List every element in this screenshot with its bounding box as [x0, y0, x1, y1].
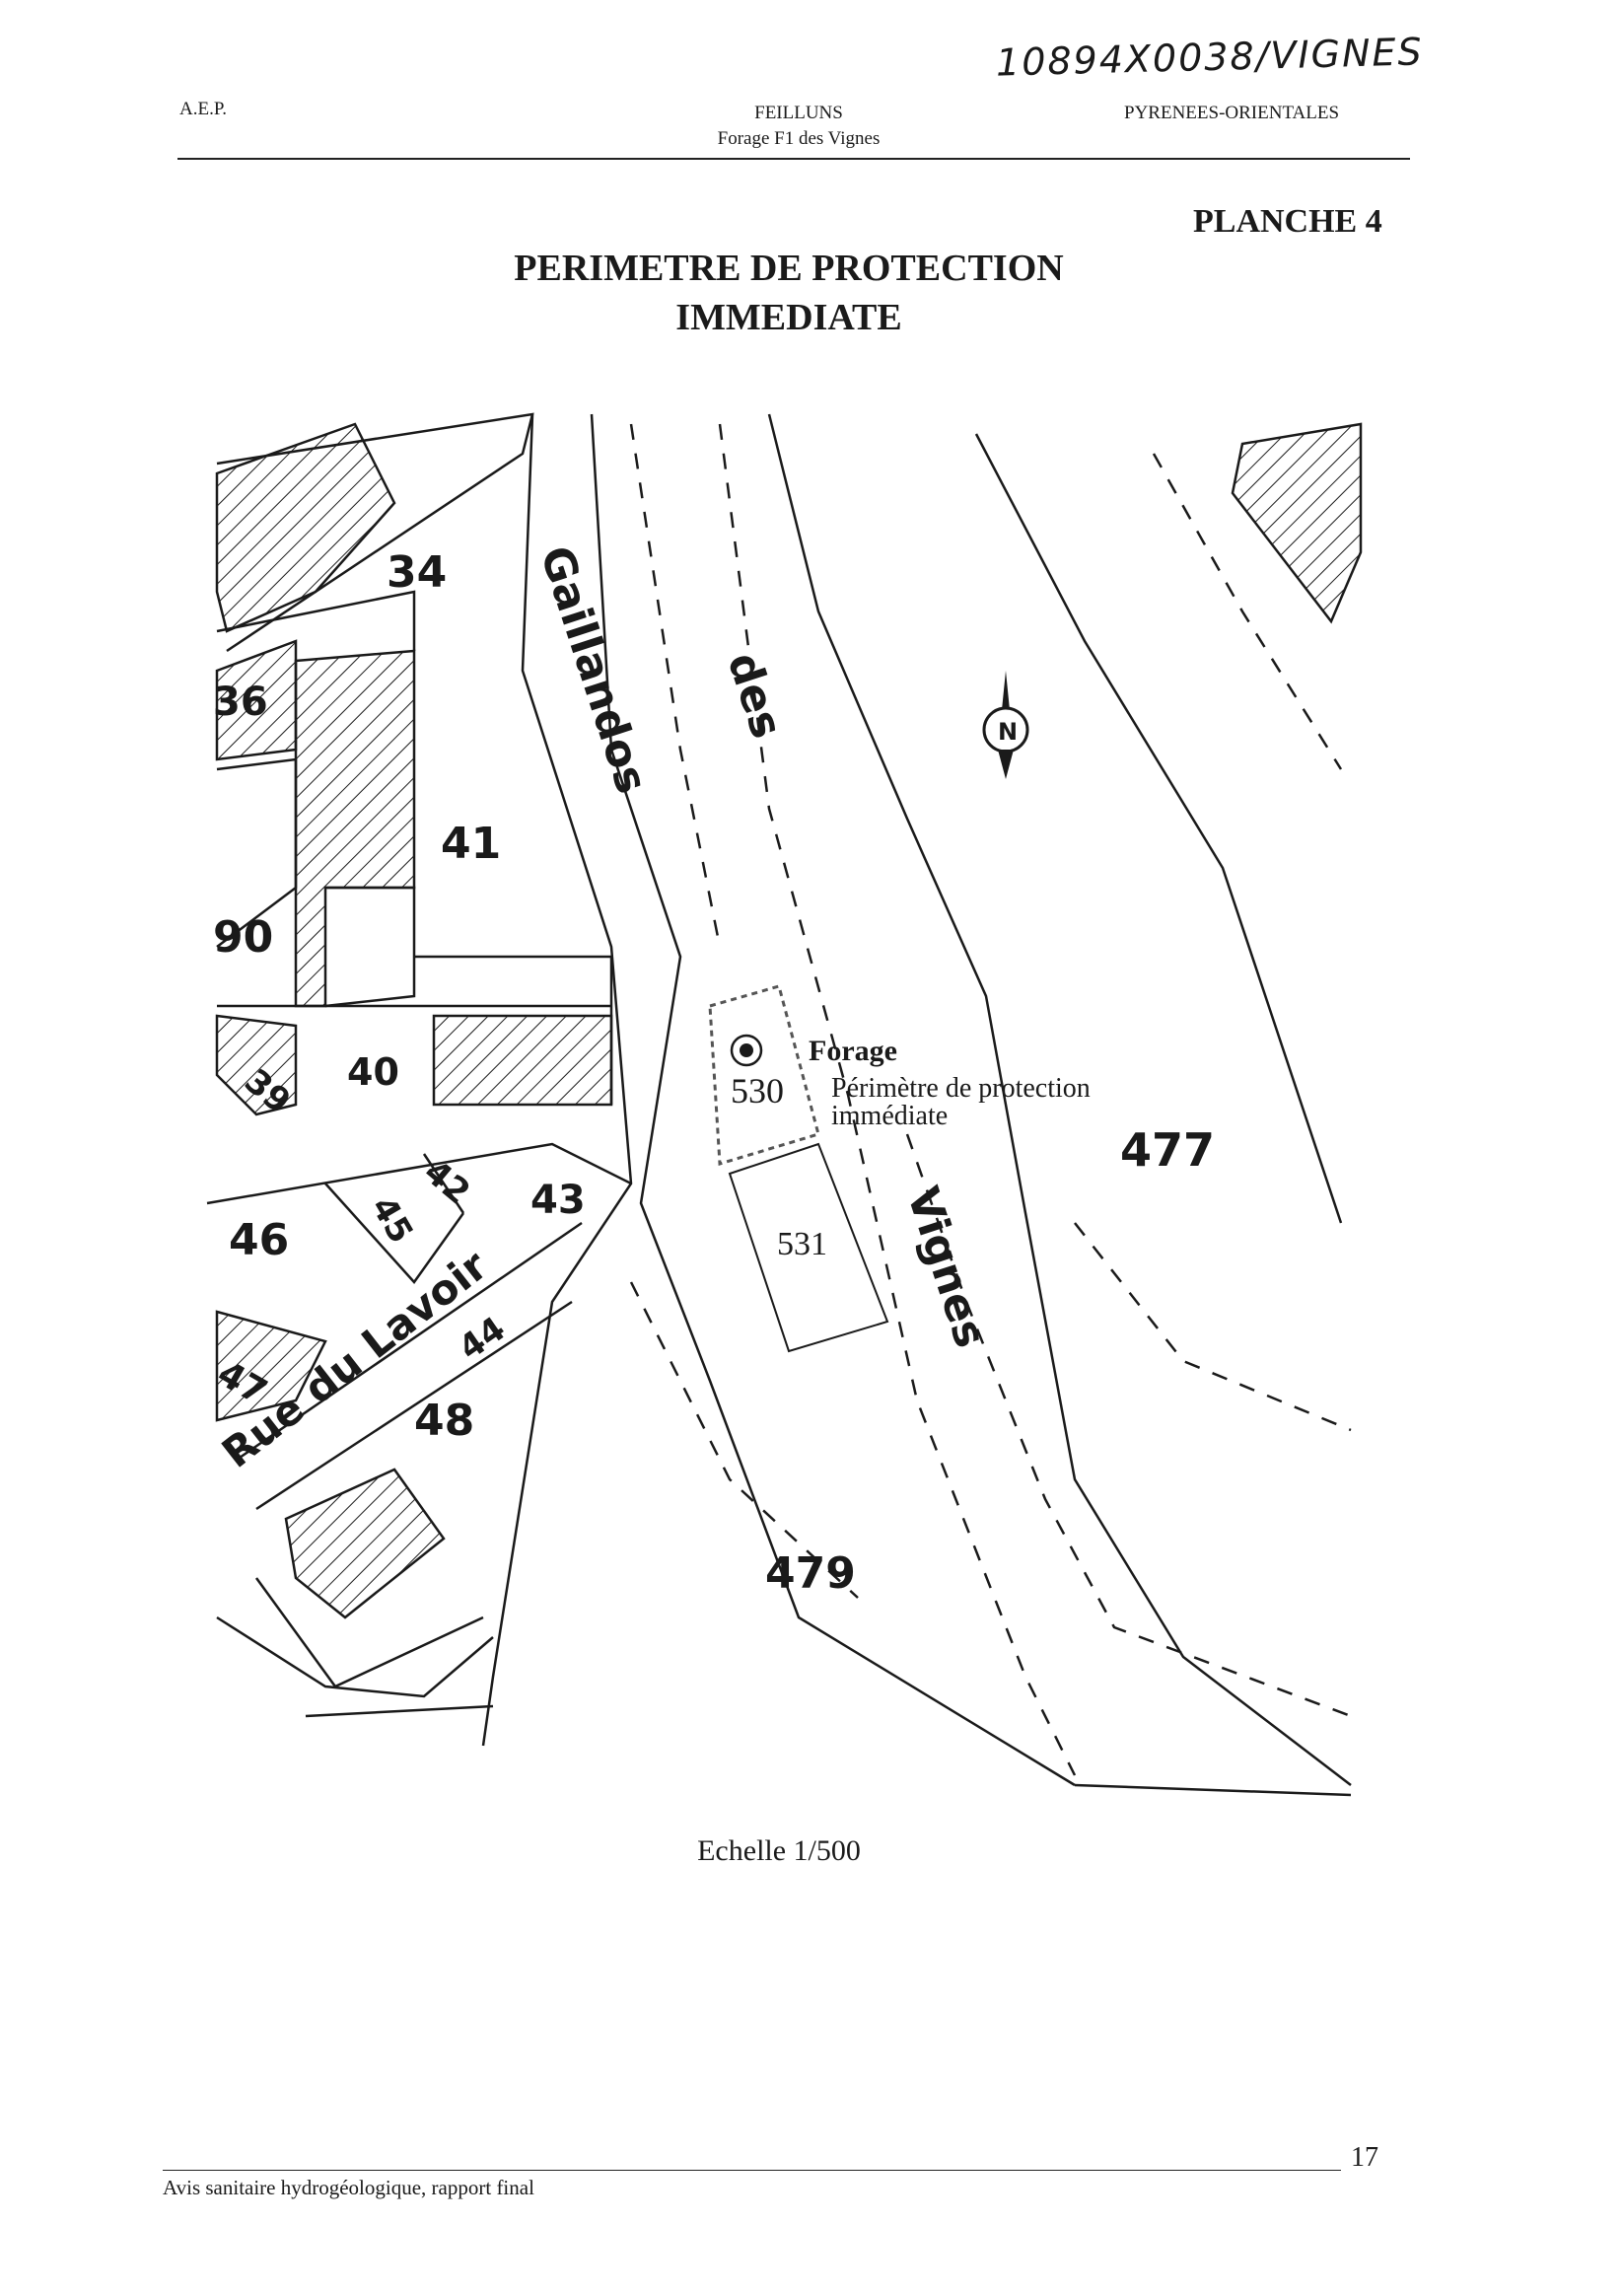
street-vignes: Vignes — [897, 1182, 996, 1354]
gaillandos-road-east — [590, 413, 1076, 1787]
building-39 — [215, 1014, 298, 1116]
parcel-531: 531 — [777, 1226, 827, 1262]
building-47 — [215, 1310, 327, 1422]
parcel-530: 530 — [731, 1071, 784, 1111]
page-number: 17 — [1351, 2142, 1378, 2173]
parcel-44: 44 — [452, 1309, 513, 1368]
header-left: A.E.P. — [179, 99, 228, 119]
parcel-477: 477 — [1120, 1123, 1215, 1177]
perimeter-label-line1: Périmètre de protection — [831, 1073, 1091, 1104]
parcel-479: 479 — [765, 1548, 856, 1599]
street-gaillandos: Gaillandos — [530, 540, 658, 800]
vignes-road-west — [767, 413, 1352, 1786]
building-top-right — [1231, 422, 1363, 624]
parcel-531 — [728, 1142, 889, 1353]
parcel-43: 43 — [530, 1178, 586, 1223]
parcel-34: 34 — [387, 547, 447, 598]
header-center-line2: Forage F1 des Vignes — [717, 128, 881, 149]
gaillandos-road-west — [481, 413, 633, 1747]
north-label: N — [998, 718, 1018, 746]
bottom-boundary — [1074, 1783, 1352, 1797]
building-40-row — [432, 1014, 613, 1107]
header-right: PYRENEES-ORIENTALES — [1124, 103, 1340, 123]
perimeter-label-line2: immédiate — [831, 1101, 948, 1131]
parcel-40: 40 — [347, 1050, 399, 1094]
footer-rule — [163, 2170, 1341, 2171]
title-line2: IMMEDIATE — [675, 297, 902, 338]
north-arrow-icon — [982, 671, 1029, 779]
parcel-42: 42 — [416, 1152, 477, 1212]
footer-text: Avis sanitaire hydrogéologique, rapport … — [163, 2176, 534, 2199]
parcel-46: 46 — [229, 1215, 289, 1265]
forage-marker — [730, 1034, 763, 1067]
parcel-90: 90 — [213, 912, 273, 963]
scale-label: Echelle 1/500 — [697, 1834, 861, 1867]
forage-label: Forage — [809, 1035, 897, 1067]
parcel-41: 41 — [441, 819, 501, 869]
building-48-hatch — [284, 1468, 446, 1619]
header-center-line1: FEILLUNS — [754, 103, 843, 123]
parcel-48: 48 — [414, 1396, 474, 1446]
parcel-45: 45 — [363, 1190, 420, 1251]
street-des: des — [718, 647, 793, 745]
header-rule — [177, 158, 1410, 160]
vignes-road-east — [974, 433, 1343, 1224]
perimeter-530 — [708, 984, 820, 1166]
building-mid — [294, 649, 416, 1008]
title-line1: PERIMETRE DE PROTECTION — [514, 248, 1064, 289]
parcel-36: 36 — [213, 680, 268, 725]
plate-label: PLANCHE 4 — [1193, 203, 1382, 240]
